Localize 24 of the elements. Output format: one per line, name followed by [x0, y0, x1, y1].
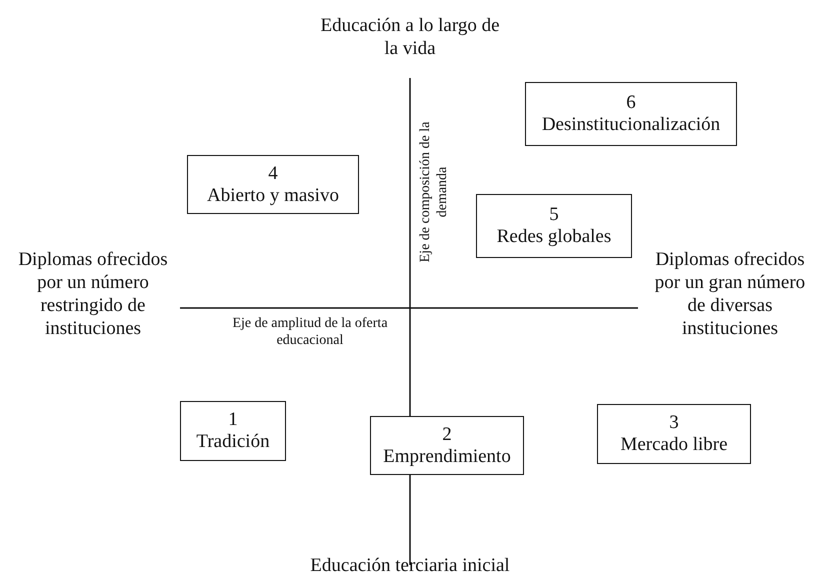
axis-end-label: Educación a lo largo de la vida — [320, 14, 500, 60]
scenario-number: 6 — [626, 92, 636, 114]
axis-end-label: Diplomas ofrecidos por un gran número de diversas instituciones — [654, 248, 806, 340]
scenario-name: Redes globales — [496, 226, 612, 248]
scenario-number: 2 — [442, 424, 452, 446]
scenario-box — [180, 401, 286, 461]
scenario-name: Emprendimiento — [383, 446, 511, 468]
axis-end-label: Educación terciaria inicial — [309, 554, 511, 577]
scenario-name: Desinstitucionalización — [542, 114, 720, 136]
axis-title: Eje de composición de la demanda — [417, 120, 451, 264]
scenario-box — [525, 82, 737, 146]
scenario-name: Abierto y masivo — [207, 184, 339, 206]
scenario-box — [476, 194, 632, 258]
scenario-number: 5 — [549, 204, 559, 226]
scenario-number: 3 — [669, 412, 679, 434]
axis-end-label: Diplomas ofrecidos por un número restringido de instituciones — [17, 248, 169, 340]
scenario-box — [370, 416, 524, 475]
axis-title: Eje de amplitud de la oferta educacional — [231, 315, 389, 349]
scenario-name: Tradición — [196, 431, 270, 453]
scenario-number: 1 — [228, 409, 238, 431]
scenario-number: 4 — [268, 162, 278, 184]
scenario-name: Mercado libre — [620, 434, 728, 456]
scenario-box — [597, 404, 751, 464]
scenario-box — [187, 155, 359, 214]
